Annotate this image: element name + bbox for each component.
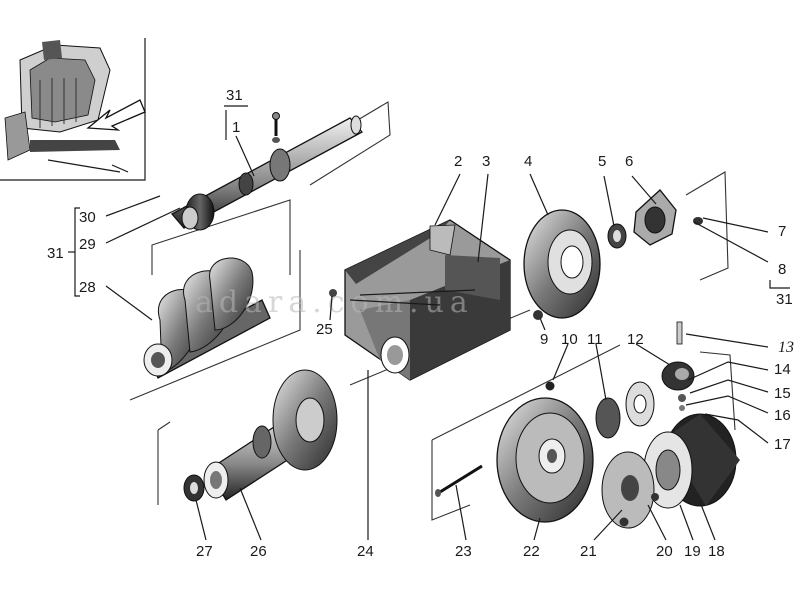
part-coupling-12 [661, 361, 695, 411]
part-shaft [170, 112, 364, 231]
part-ball-10 [545, 381, 555, 391]
label-23: 23 [455, 543, 472, 560]
label-1: 1 [232, 119, 240, 136]
label-16: 16 [774, 407, 791, 424]
label-8: 8 [778, 261, 786, 278]
part-clutch-drum [643, 413, 740, 509]
label-22: 22 [523, 543, 540, 560]
label-4: 4 [524, 153, 532, 170]
pointer-arrow-icon [86, 99, 146, 131]
part-auger [143, 257, 271, 379]
label-15: 15 [774, 385, 791, 402]
label-2: 2 [454, 153, 462, 170]
label-24: 24 [357, 543, 374, 560]
part-bolt-9 [533, 310, 543, 320]
label-28: 28 [79, 279, 96, 296]
label-31-right: 31 [776, 291, 793, 308]
part-pulley-22 [496, 397, 594, 523]
label-29: 29 [79, 236, 96, 253]
label-27: 27 [196, 543, 213, 560]
label-18: 18 [708, 543, 725, 560]
label-30: 30 [79, 209, 96, 226]
label-25: 25 [316, 321, 333, 338]
label-11: 11 [587, 331, 603, 348]
label-6: 6 [625, 153, 633, 170]
label-26: 26 [250, 543, 267, 560]
label-14: 14 [774, 361, 791, 378]
label-13: 13 [778, 339, 794, 356]
callout-labels: 31 1 2 3 4 5 6 7 8 31 9 10 11 12 13 14 1… [47, 87, 794, 560]
label-19: 19 [684, 543, 701, 560]
label-31-top: 31 [226, 87, 243, 104]
label-3: 3 [482, 153, 490, 170]
label-31-left: 31 [47, 245, 64, 262]
label-21: 21 [580, 543, 597, 560]
label-5: 5 [598, 153, 606, 170]
label-7: 7 [778, 223, 786, 240]
part-pin-13 [676, 321, 683, 345]
part-bolt-23 [435, 464, 483, 497]
part-hub-shaft [183, 369, 338, 502]
label-12: 12 [627, 331, 644, 348]
group-bracket-31 [68, 105, 790, 297]
part-housing [329, 219, 511, 381]
part-clutch-cover [601, 451, 659, 529]
leader-lines [105, 135, 769, 541]
part-washers-11 [595, 381, 655, 439]
label-10: 10 [561, 331, 578, 348]
label-20: 20 [656, 543, 673, 560]
part-disk-plate [523, 209, 601, 319]
part-flange-6 [633, 189, 677, 246]
label-17: 17 [774, 436, 791, 453]
watermark-text: adara.com.ua [195, 285, 474, 320]
label-9: 9 [540, 331, 548, 348]
part-bearing-5 [607, 223, 627, 249]
location-inset [0, 38, 146, 181]
